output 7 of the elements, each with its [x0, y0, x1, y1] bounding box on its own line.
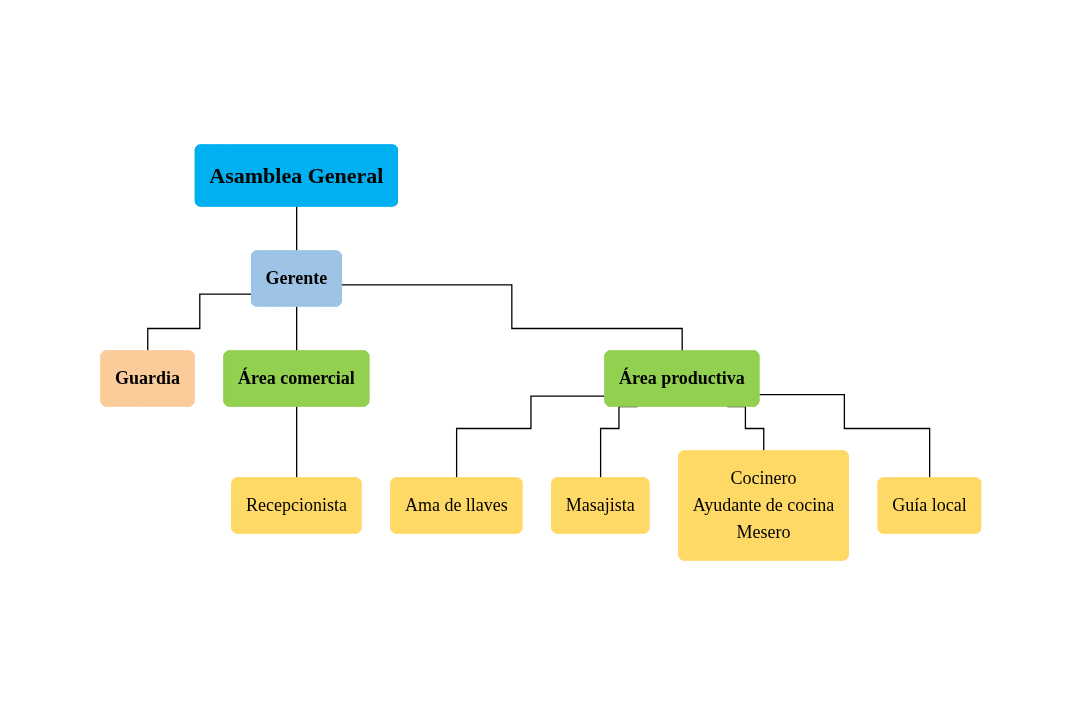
connector: [455, 395, 606, 480]
connector: [295, 305, 298, 353]
connector: [146, 293, 253, 353]
connector: [295, 205, 298, 253]
connector: [295, 405, 298, 480]
connector: [340, 284, 683, 353]
connector: [758, 393, 931, 480]
